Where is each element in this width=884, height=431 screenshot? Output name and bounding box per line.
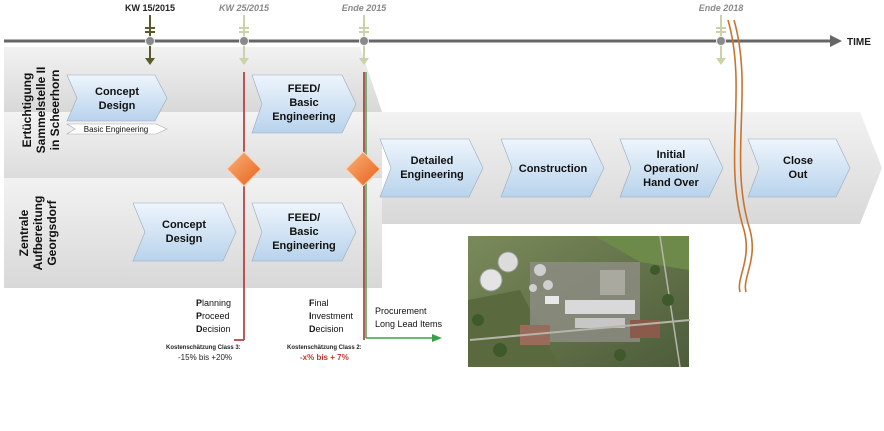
cost-estimate-class3: Kostenschätzung Class 3: -15% bis +20% [166,345,241,362]
svg-text:Basic: Basic [289,97,318,109]
procurement-label: Procurement Long Lead Items [375,306,443,329]
svg-text:Investment: Investment [309,311,354,321]
cost-estimate-class2: Kostenschätzung Class 2: -x% bis + 7% [287,345,362,362]
svg-text:Basic: Basic [289,226,318,238]
bottom-feed-box: FEED/ Basic Engineering [251,202,357,262]
close-out-box: Close Out [747,138,851,198]
svg-text:Operation/: Operation/ [643,163,698,175]
svg-text:FEED/: FEED/ [288,83,320,95]
svg-text:Design: Design [166,233,203,245]
bottom-lane-label: Zentrale Aufbereitung Georgsdorf [17,196,59,271]
svg-text:Kostenschätzung Class 2:: Kostenschätzung Class 2: [287,345,362,351]
milestone-marker-2: KW 25/2015 [219,3,270,65]
svg-text:Long Lead Items: Long Lead Items [375,319,443,329]
bottom-concept-design-box: Concept Design [132,202,237,262]
facility-aerial-photo [468,235,691,368]
svg-text:Initial: Initial [657,149,686,161]
svg-text:Aufbereitung: Aufbereitung [31,196,45,271]
top-basic-engineering-chip: Basic Engineering [65,123,168,135]
svg-text:Ertüchtigung: Ertüchtigung [20,73,34,148]
milestone-marker-3: Ende 2015 [342,3,388,65]
svg-text:-15% bis +20%: -15% bis +20% [178,353,232,362]
svg-text:Decision: Decision [196,324,231,334]
svg-text:Kostenschätzung Class 3:: Kostenschätzung Class 3: [166,345,241,351]
time-break-line [727,19,748,293]
svg-text:-x% bis + 7%: -x% bis + 7% [300,353,349,362]
svg-text:Hand Over: Hand Over [643,177,699,189]
svg-text:Concept: Concept [162,219,206,231]
gate-diamond-ppd [226,151,262,187]
procurement-arrowhead [432,334,442,342]
svg-text:Design: Design [99,100,136,112]
top-lane-label: Ertüchtigung Sammelstelle II in Scheerho… [20,67,62,154]
svg-text:Planning: Planning [196,298,231,308]
svg-text:Zentrale: Zentrale [17,209,31,256]
svg-text:Out: Out [789,169,808,181]
svg-text:Sammelstelle II: Sammelstelle II [34,67,48,154]
gate-diamond-fid [345,151,381,187]
svg-text:Detailed: Detailed [411,155,454,167]
svg-text:Close: Close [783,155,813,167]
svg-text:Construction: Construction [519,163,588,175]
milestone-marker-4: Ende 2018 [699,3,744,65]
svg-text:Engineering: Engineering [272,111,336,123]
svg-text:Concept: Concept [95,86,139,98]
milestone-label: Ende 2018 [699,3,744,13]
svg-text:Proceed: Proceed [196,311,230,321]
fid-label: Final Investment Decision [309,298,354,334]
svg-text:in Scheerhorn: in Scheerhorn [48,70,62,151]
time-axis-arrowhead [830,35,842,47]
milestone-label: KW 15/2015 [125,3,175,13]
detailed-engineering-box: Detailed Engineering [379,138,484,198]
milestone-label: KW 25/2015 [219,3,270,13]
top-concept-design-box: Concept Design [66,74,168,122]
initial-operation-box: Initial Operation/ Hand Over [619,138,724,198]
svg-text:Georgsdorf: Georgsdorf [45,199,59,265]
time-break-line [733,19,754,293]
time-label: TIME [847,37,871,48]
svg-text:FEED/: FEED/ [288,212,320,224]
ppd-label: Planning Proceed Decision [196,298,231,334]
svg-text:Engineering: Engineering [400,169,464,181]
milestone-marker-1: KW 15/2015 [125,3,175,65]
svg-text:Engineering: Engineering [272,240,336,252]
svg-text:Decision: Decision [309,324,344,334]
svg-text:Final: Final [309,298,329,308]
svg-text:Basic Engineering: Basic Engineering [84,125,148,134]
milestone-label: Ende 2015 [342,3,388,13]
construction-box: Construction [500,138,605,198]
svg-text:Procurement: Procurement [375,306,427,316]
top-feed-box: FEED/ Basic Engineering [251,74,357,134]
